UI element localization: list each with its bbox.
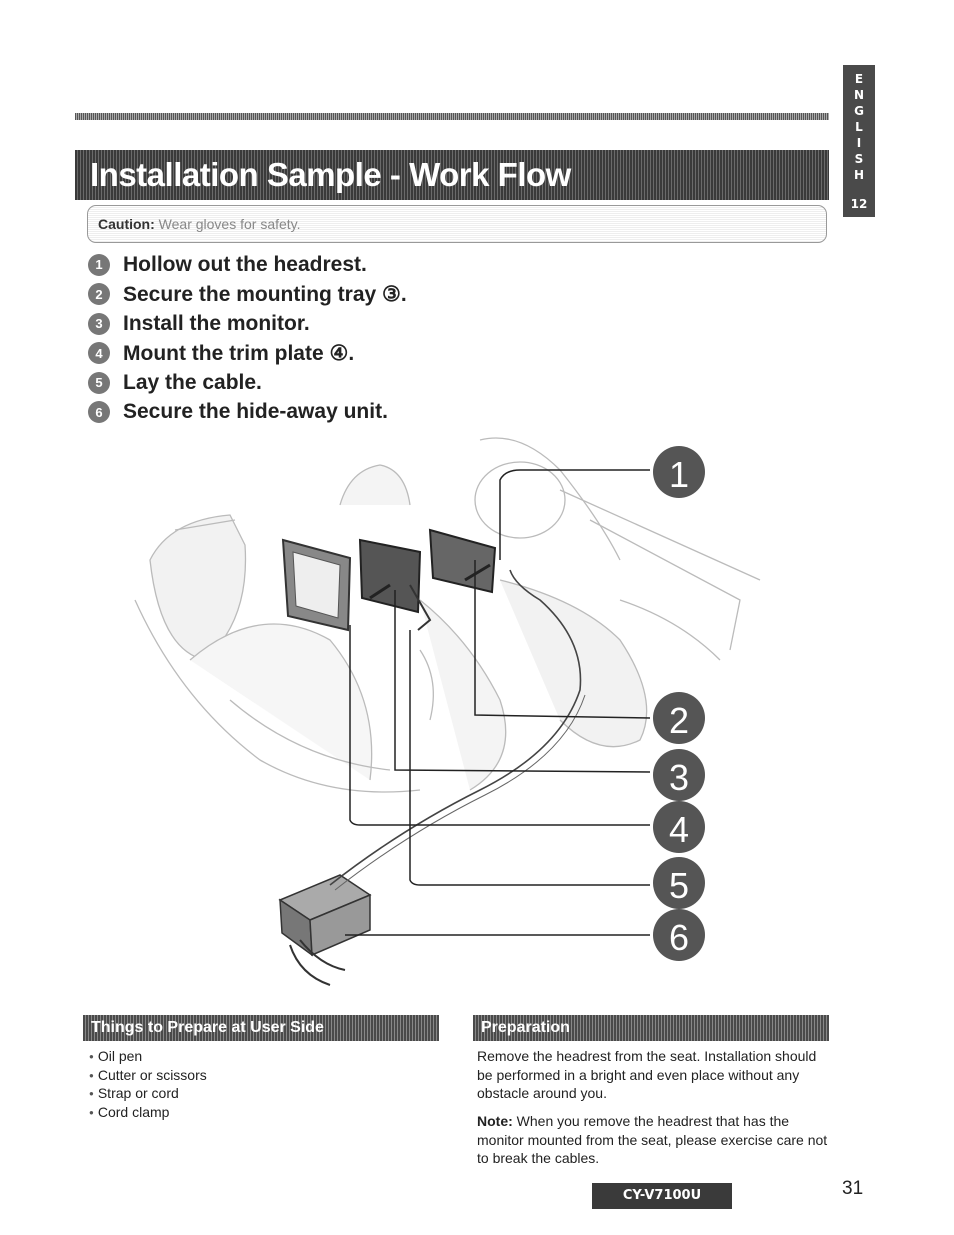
step-item: 3 Install the monitor.: [88, 309, 407, 339]
tab-letter: H: [853, 168, 865, 182]
list-item: Oil pen: [89, 1047, 207, 1066]
monitor-assembly: [281, 528, 497, 632]
car-interior-sketch: [134, 437, 761, 793]
callout-marker-1: [653, 446, 705, 498]
step-item: 1 Hollow out the headrest.: [88, 250, 407, 280]
tab-letter: S: [854, 152, 864, 166]
step-item: 6 Secure the hide-away unit.: [88, 398, 407, 428]
callout-markers: 1 2 3 4 5 6: [653, 446, 705, 961]
step-number-icon: 4: [88, 342, 110, 365]
callout-label: 4: [669, 809, 689, 850]
callout-label: 1: [669, 454, 689, 495]
step-number-icon: 1: [88, 253, 110, 276]
caution-label: Caution:: [98, 216, 155, 232]
tab-letter: L: [855, 120, 863, 134]
top-rule: [75, 113, 829, 120]
tab-letter: E: [854, 72, 864, 86]
leader-lines: [345, 469, 651, 936]
caution-box: Caution: Wear gloves for safety.: [87, 205, 827, 243]
callout-label: 2: [669, 700, 689, 741]
hide-away-unit: [278, 874, 372, 986]
step-item: 4 Mount the trim plate ④.: [88, 339, 407, 369]
language-tab: E N G L I S H 12: [843, 65, 875, 217]
tab-letter: I: [856, 136, 862, 150]
callout-label: 6: [669, 917, 689, 958]
preparation-body: Remove the headrest from the seat. Insta…: [477, 1048, 817, 1101]
prepare-list: Oil pen Cutter or scissors Strap or cord…: [89, 1047, 207, 1121]
list-item: Cord clamp: [89, 1103, 207, 1122]
callout-label: 5: [669, 865, 689, 906]
step-item: 2 Secure the mounting tray ③.: [88, 280, 407, 310]
step-text: Secure the hide-away unit.: [123, 400, 388, 424]
caution-text: Wear gloves for safety.: [158, 216, 301, 232]
cable-line: [334, 694, 586, 891]
tab-page-number: 12: [850, 197, 868, 211]
step-text: Install the monitor.: [123, 311, 310, 335]
page-title: Installation Sample - Work Flow: [90, 156, 571, 193]
tab-letter: G: [854, 104, 864, 118]
callout-marker-2: [653, 692, 705, 744]
title-band: Installation Sample - Work Flow: [75, 150, 829, 200]
step-number-icon: 5: [88, 371, 110, 394]
step-text: Secure the mounting tray ③.: [123, 282, 407, 306]
preparation-note: Note: When you remove the headrest that …: [477, 1112, 833, 1168]
note-label: Note:: [477, 1113, 513, 1129]
callout-marker-3: [653, 749, 705, 801]
callout-marker-6: [653, 909, 705, 961]
page-number: 31: [842, 1178, 864, 1199]
step-text: Lay the cable.: [123, 370, 262, 394]
callout-label: 3: [669, 757, 689, 798]
step-number-icon: 6: [88, 401, 110, 424]
step-item: 5 Lay the cable.: [88, 368, 407, 398]
things-to-prepare-heading: Things to Prepare at User Side: [83, 1015, 439, 1041]
step-list: 1 Hollow out the headrest. 2 Secure the mo…: [88, 250, 407, 427]
list-item: Strap or cord: [89, 1084, 207, 1103]
step-text: Hollow out the headrest.: [123, 252, 367, 276]
model-badge: CY-V7100U: [592, 1183, 732, 1209]
callout-marker-5: [653, 857, 705, 909]
callout-marker-4: [653, 801, 705, 853]
tab-letter: N: [853, 88, 865, 102]
preparation-heading: Preparation: [473, 1015, 829, 1041]
step-text: Mount the trim plate ④.: [123, 341, 355, 365]
note-text: When you remove the headrest that has th…: [477, 1113, 828, 1166]
step-number-icon: 2: [88, 283, 110, 306]
step-number-icon: 3: [88, 312, 110, 335]
list-item: Cutter or scissors: [89, 1066, 207, 1085]
